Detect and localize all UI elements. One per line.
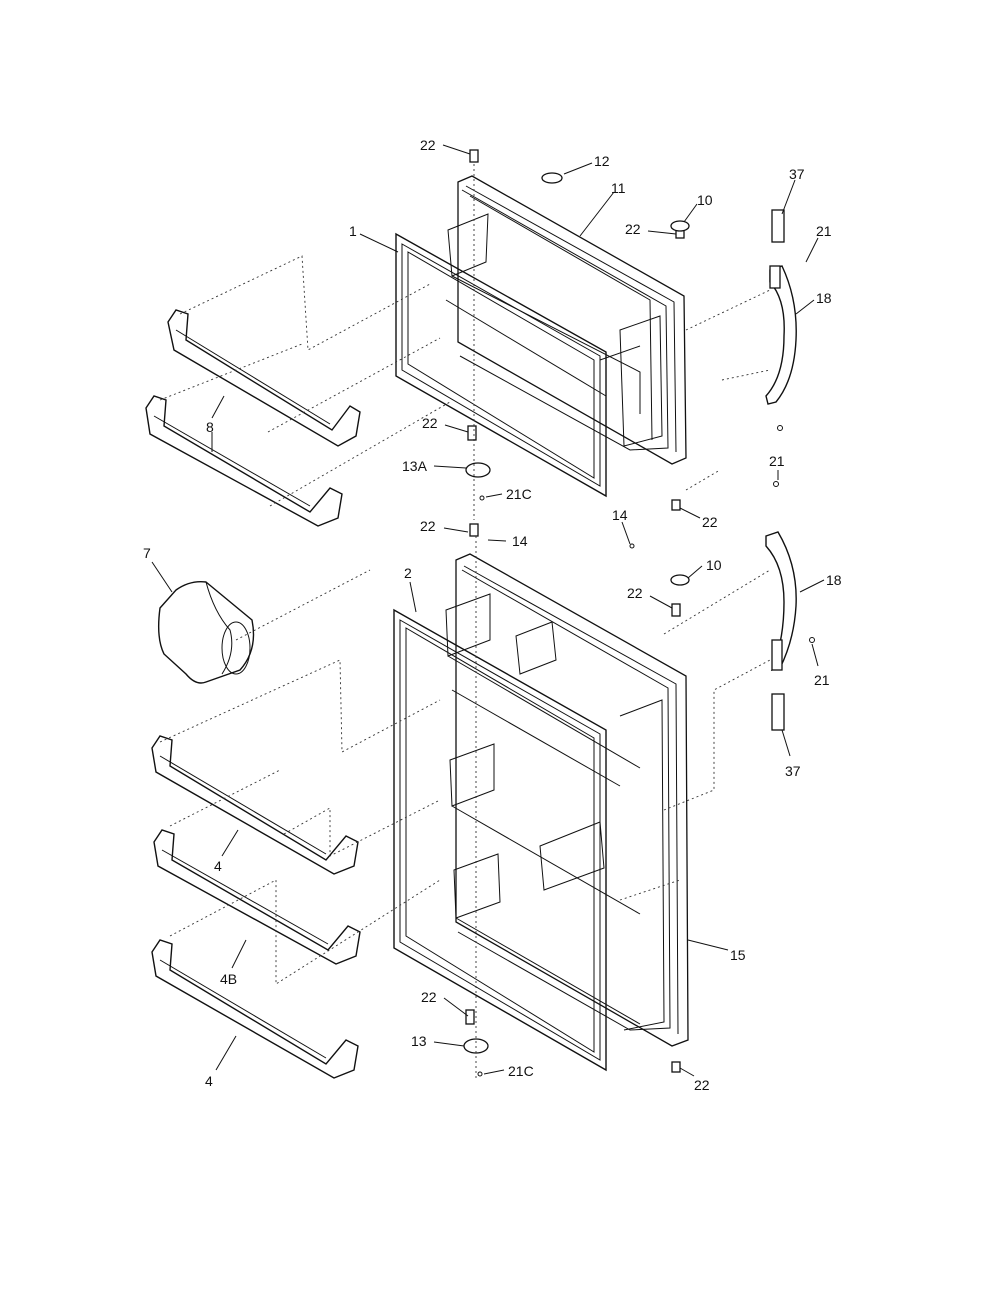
freezer-door-outer-panel: [457, 175, 687, 465]
callout-14: 14: [512, 533, 528, 549]
callout-13: 13: [411, 1033, 427, 1049]
callout-22: 22: [702, 514, 718, 530]
callout-14: 14: [612, 507, 628, 523]
callout-22: 22: [420, 137, 436, 153]
callout-4: 4: [214, 858, 222, 874]
callout-22: 22: [421, 989, 437, 1005]
freezer-shelf-lower: [145, 395, 343, 527]
callout-4: 4: [205, 1073, 213, 1089]
callout-37: 37: [789, 166, 805, 182]
callout-1: 1: [349, 223, 357, 239]
callout-2: 2: [404, 565, 412, 581]
callout-21c: 21C: [508, 1063, 534, 1079]
hinge-brackets: [463, 462, 491, 1077]
freezer-handle: [765, 265, 797, 405]
callout-21: 21: [769, 453, 785, 469]
callout-21: 21: [816, 223, 832, 239]
fresh-food-door-inner-liner: [445, 569, 671, 1031]
callout-15: 15: [730, 947, 746, 963]
callout-22: 22: [627, 585, 643, 601]
fresh-food-door-outer-panel: [455, 553, 689, 1047]
assembly-guide-lines: [159, 164, 771, 1080]
callout-18: 18: [826, 572, 842, 588]
callout-labels: 22 12 11 10 22 37 21 1 18 8 22 13A 21C 2…: [143, 137, 842, 1093]
callout-21c: 21C: [506, 486, 532, 502]
hole-plug-caps: [541, 172, 690, 586]
fresh-food-door-gasket: [393, 608, 607, 1072]
callout-11: 11: [611, 180, 626, 196]
leader-lines: [151, 144, 825, 1077]
callout-10: 10: [706, 557, 722, 573]
freezer-door-gasket: [395, 232, 607, 498]
screw-hardware: [465, 149, 815, 1073]
callout-22: 22: [422, 415, 438, 431]
dairy-bin: [157, 580, 255, 684]
fresh-food-handle: [765, 531, 797, 672]
callout-22: 22: [420, 518, 436, 534]
door-shelf-middle: [153, 829, 361, 965]
callout-21: 21: [814, 672, 830, 688]
callout-13a: 13A: [402, 458, 428, 474]
callout-10: 10: [697, 192, 713, 208]
freezer-shelf-upper: [167, 309, 361, 447]
callout-37: 37: [785, 763, 801, 779]
callout-22: 22: [694, 1077, 710, 1093]
door-shelf-lower: [151, 939, 359, 1079]
callout-18: 18: [816, 290, 832, 306]
callout-12: 12: [594, 153, 610, 169]
freezer-hinge-cap: [771, 209, 785, 243]
callout-22: 22: [625, 221, 641, 237]
callout-8: 8: [206, 419, 214, 435]
fresh-food-hinge-cap: [771, 693, 785, 731]
door-shelf-upper: [151, 735, 359, 875]
callout-7: 7: [143, 545, 151, 561]
callout-4b: 4B: [220, 971, 237, 987]
